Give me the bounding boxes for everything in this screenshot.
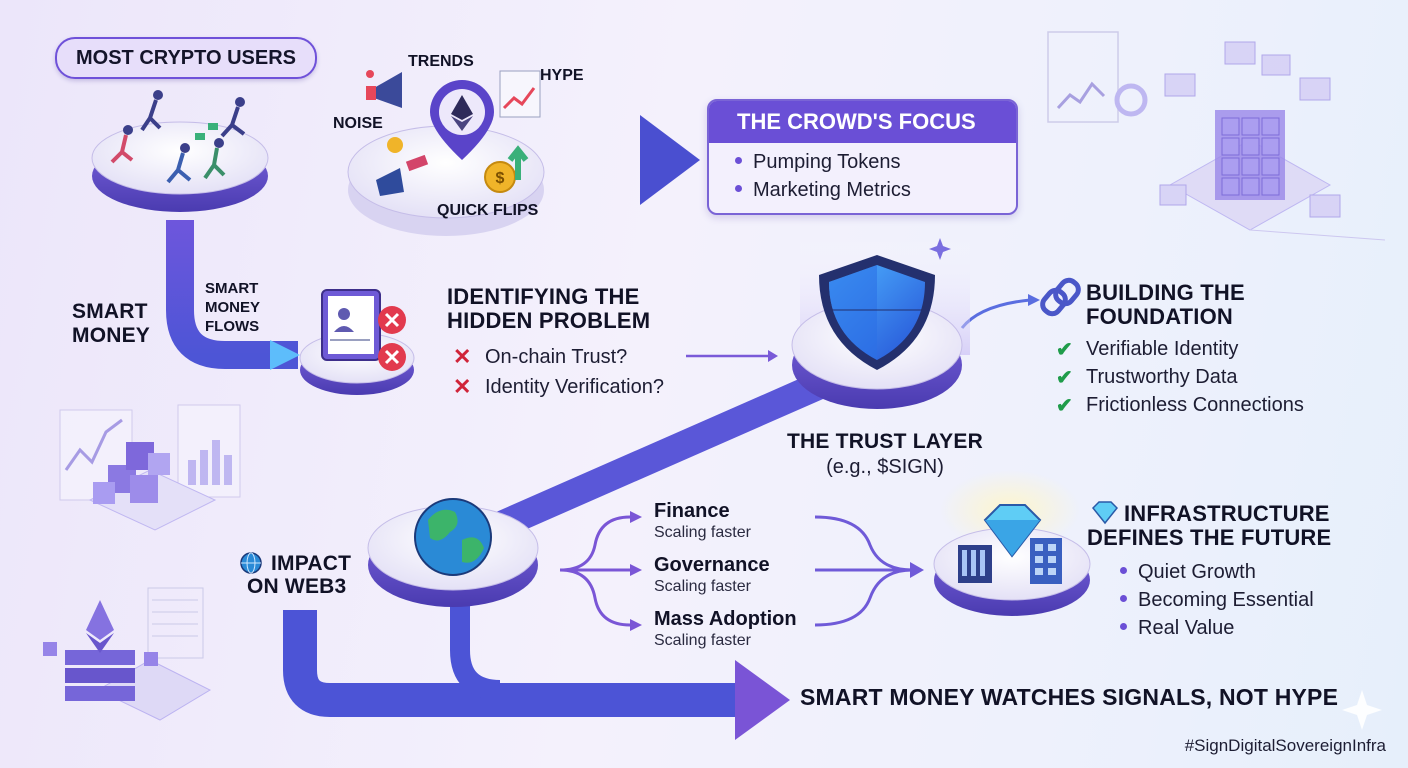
- problem-text: On-chain Trust?: [485, 345, 628, 368]
- flow-name: Governance: [654, 554, 770, 576]
- globe-icon: [414, 498, 492, 576]
- hype-label: HYPE: [540, 67, 584, 84]
- foundation-text: Verifiable Identity: [1086, 337, 1239, 360]
- coin-icon: $: [484, 145, 529, 193]
- foundation-item: ✔ Trustworthy Data: [1056, 363, 1304, 391]
- ethereum-pin-icon: [430, 80, 494, 160]
- hidden-problem-list: ✕ On-chain Trust? ✕ Identity Verification?: [453, 342, 664, 402]
- cube-grid-icon: [1047, 31, 1386, 241]
- flow-sub: Scaling faster: [654, 578, 751, 595]
- crowd-focus-item: Marketing Metrics: [733, 176, 1016, 204]
- megaphone-icon: [366, 70, 402, 108]
- crowd-focus-box: THE CROWD'S FOCUS Pumping Tokens Marketi…: [707, 99, 1018, 215]
- foundation-item: ✔ Frictionless Connections: [1056, 391, 1304, 419]
- building-icon: [958, 538, 1062, 584]
- trust-layer-title: THE TRUST LAYER: [787, 430, 983, 453]
- title-line: IDENTIFYING THE: [447, 284, 640, 309]
- flow-name: Mass Adoption: [654, 608, 797, 630]
- hidden-problem-title: IDENTIFYING THE HIDDEN PROBLEM: [447, 285, 650, 333]
- trust-layer-caption: THE TRUST LAYER (e.g., $SIGN): [785, 430, 985, 479]
- globe-icon: [240, 552, 262, 574]
- diamond-icon: [1091, 501, 1119, 525]
- shield-icon: [819, 255, 935, 370]
- chart-icon: [499, 70, 541, 118]
- check-icon: ✔: [1056, 366, 1073, 389]
- smart-money-line: SMART: [72, 300, 148, 323]
- problem-text: Identity Verification?: [485, 375, 664, 398]
- foundation-item: ✔ Verifiable Identity: [1056, 335, 1304, 363]
- cross-icon: [378, 306, 406, 371]
- hashtag: #SignDigitalSovereignInfra: [1184, 736, 1386, 755]
- flow-sub: Scaling faster: [654, 524, 751, 541]
- sparkle-icon: [929, 238, 951, 260]
- infrastructure-item: Becoming Essential: [1118, 586, 1314, 614]
- sparkle-icon: [1342, 690, 1382, 730]
- title-line: BUILDING THE: [1086, 280, 1245, 305]
- smart-money-flows-label: SMART MONEY FLOWS: [205, 279, 260, 336]
- check-icon: ✔: [1056, 394, 1073, 417]
- trends-label: TRENDS: [408, 53, 474, 70]
- cross-icon: ✕: [453, 374, 472, 399]
- foundation-list: ✔ Verifiable Identity ✔ Trustworthy Data ✔…: [1056, 335, 1304, 419]
- infrastructure-list: Quiet Growth Becoming Essential Real Val…: [1118, 558, 1314, 642]
- server-icon: [43, 587, 212, 721]
- foundation-title: BUILDING THE FOUNDATION: [1086, 281, 1245, 329]
- noise-label: NOISE: [333, 115, 383, 132]
- runners-icon: [110, 90, 246, 184]
- link-icon: [1040, 277, 1081, 317]
- foundation-text: Frictionless Connections: [1086, 393, 1304, 416]
- trust-layer-subtitle: (e.g., $SIGN): [826, 456, 944, 478]
- cross-icon: ✕: [453, 344, 472, 369]
- title-line: HIDDEN PROBLEM: [447, 308, 651, 333]
- crowd-focus-item: Pumping Tokens: [733, 148, 1016, 176]
- flow-finance: Finance Scaling faster: [654, 500, 751, 542]
- bottom-message: SMART MONEY WATCHES SIGNALS, NOT HYPE: [800, 684, 1339, 710]
- foundation-text: Trustworthy Data: [1086, 365, 1238, 388]
- smart-money-label: SMART MONEY: [72, 300, 150, 348]
- impact-label: IMPACT ON WEB3: [247, 552, 351, 598]
- smart-money-line: MONEY: [72, 324, 151, 347]
- flows-line: MONEY: [205, 299, 261, 316]
- chart-icon: [59, 404, 241, 531]
- problem-item: ✕ Identity Verification?: [453, 372, 664, 402]
- title-pill: MOST CRYPTO USERS: [55, 37, 317, 79]
- diamond-icon: [983, 504, 1042, 558]
- problem-item: ✕ On-chain Trust?: [453, 342, 664, 372]
- impact-line: IMPACT: [271, 552, 352, 575]
- flows-line: FLOWS: [205, 318, 260, 335]
- check-icon: ✔: [1056, 338, 1073, 361]
- infrastructure-item: Real Value: [1118, 614, 1314, 642]
- flow-mass-adoption: Mass Adoption Scaling faster: [654, 608, 797, 650]
- impact-line: ON WEB3: [247, 575, 347, 598]
- crowd-focus-title: THE CROWD'S FOCUS: [709, 101, 1016, 143]
- infrastructure-title: INFRASTRUCTURE DEFINES THE FUTURE: [1087, 501, 1331, 550]
- quick-flips-label: QUICK FLIPS: [437, 202, 539, 219]
- flows-line: SMART: [205, 280, 259, 297]
- svg-text:$: $: [496, 170, 505, 187]
- title-line: DEFINES THE FUTURE: [1087, 525, 1332, 550]
- title-line: INFRASTRUCTURE: [1124, 501, 1330, 526]
- infrastructure-item: Quiet Growth: [1118, 558, 1314, 586]
- flow-name: Finance: [654, 500, 730, 522]
- id-card-icon: [321, 289, 381, 361]
- flow-governance: Governance Scaling faster: [654, 554, 770, 596]
- megaphone-icon: [376, 137, 429, 196]
- flow-sub: Scaling faster: [654, 632, 751, 649]
- title-line: FOUNDATION: [1086, 304, 1234, 329]
